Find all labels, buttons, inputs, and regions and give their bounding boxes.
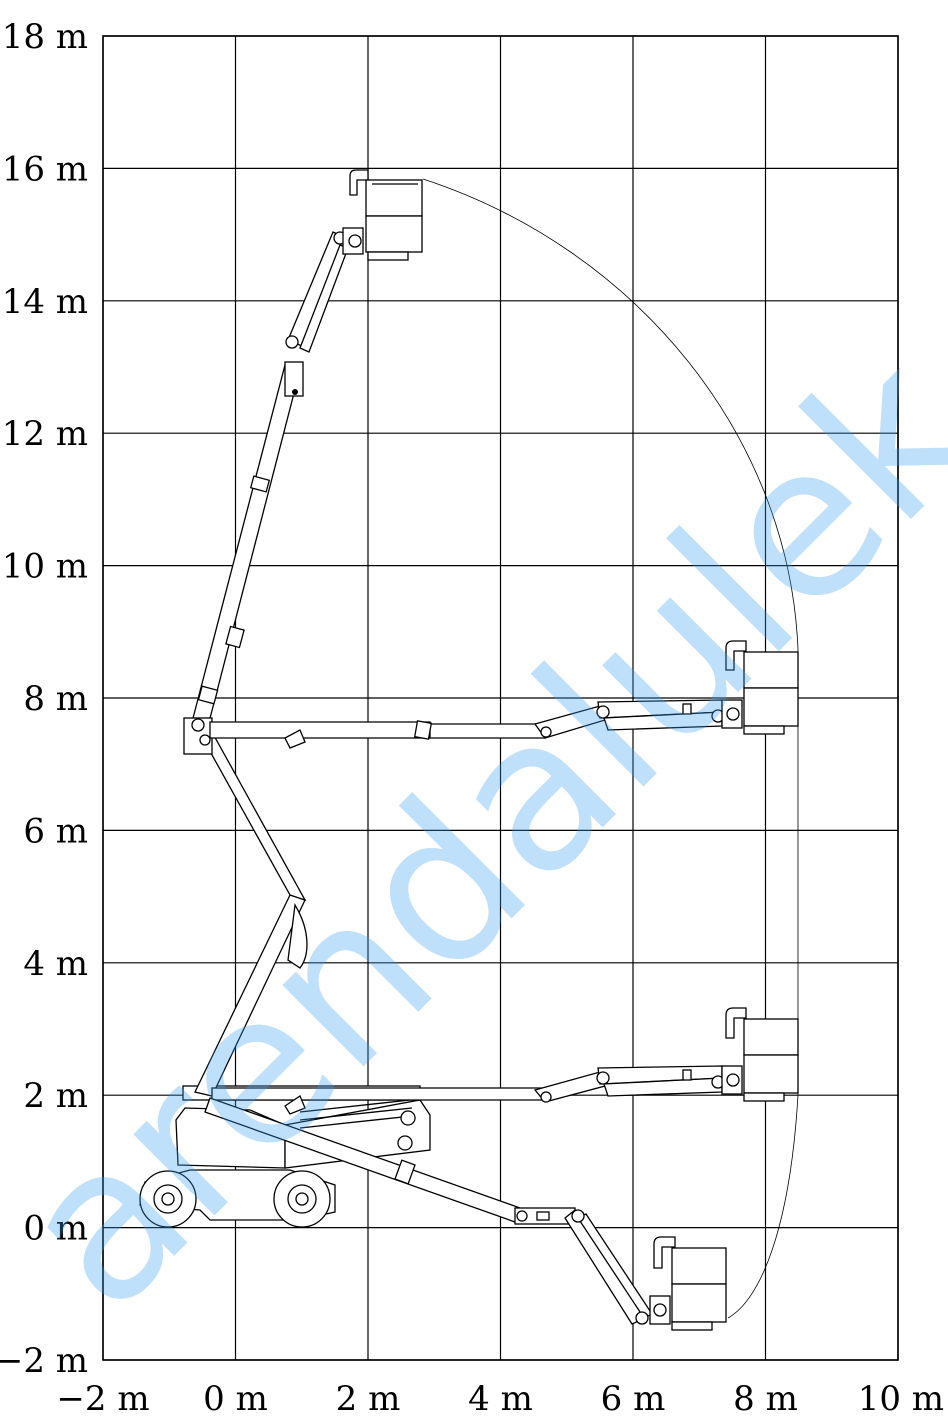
tick-labels: −2 m 0 m 2 m 4 m 6 m 8 m 10 m −2 m 0 m 2 m 4 m 6 m 8… — [0, 17, 944, 1419]
y-tick-label: −2 m — [0, 1341, 88, 1381]
wheel-front — [273, 1170, 331, 1228]
boom-position-max-height — [191, 169, 423, 1097]
x-tick-label: 6 m — [601, 1379, 666, 1419]
y-tick-label: 14 m — [2, 282, 88, 322]
y-tick-label: 12 m — [2, 414, 88, 454]
y-tick-label: 2 m — [23, 1076, 88, 1116]
x-tick-label: 0 m — [203, 1379, 268, 1419]
y-tick-label: 4 m — [23, 944, 88, 984]
y-tick-label: 8 m — [23, 679, 88, 719]
y-tick-label: 6 m — [23, 811, 88, 851]
boom-position-low-outreach — [211, 1007, 799, 1115]
x-tick-label: −2 m — [56, 1379, 149, 1419]
boom-position-horizontal-outreach — [183, 640, 799, 755]
x-tick-label: 10 m — [858, 1379, 944, 1419]
y-tick-label: 10 m — [2, 547, 88, 587]
y-tick-label: 0 m — [23, 1209, 88, 1249]
x-tick-label: 2 m — [336, 1379, 401, 1419]
y-tick-label: 18 m — [2, 17, 88, 57]
watermark-text: arendalulek.ru — [0, 106, 948, 1355]
x-tick-label: 4 m — [468, 1379, 533, 1419]
x-tick-label: 8 m — [733, 1379, 798, 1419]
wheel-rear — [139, 1170, 197, 1228]
y-tick-label: 16 m — [2, 149, 88, 189]
working-envelope-curve — [422, 178, 799, 1319]
boom-position-below-grade — [204, 1097, 727, 1331]
